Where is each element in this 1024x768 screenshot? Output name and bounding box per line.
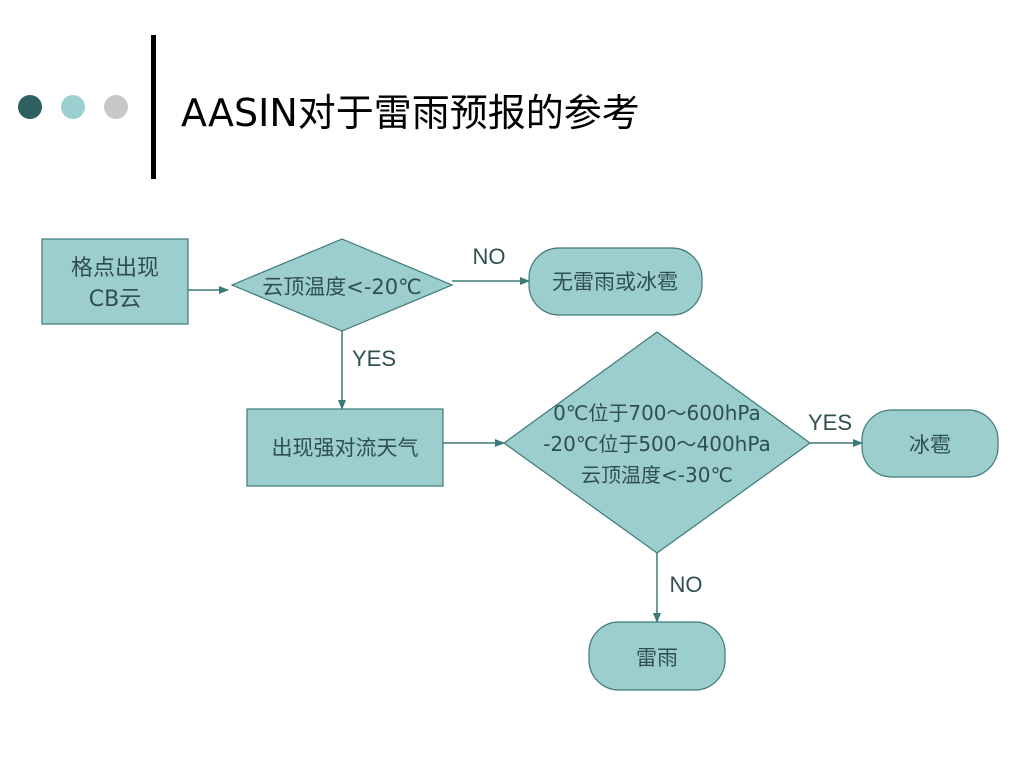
convection-box — [246, 408, 444, 487]
decision2-diamond — [502, 331, 812, 554]
decision1-diamond — [230, 238, 454, 332]
no-thunder-label: 无雷雨或冰雹 — [552, 270, 678, 294]
bullet-dot-dark — [18, 95, 42, 119]
decision2-label-line1: 0℃位于700～600hPa — [553, 401, 761, 425]
hail-terminal — [861, 409, 999, 478]
edge-label-d2-yes: YES — [808, 410, 852, 435]
bullet-dot-teal — [61, 95, 85, 119]
slide-title: AASIN对于雷雨预报的参考 — [181, 91, 640, 135]
start-label-line2: CB云 — [89, 287, 141, 312]
title-divider — [151, 35, 156, 179]
convection-label: 出现强对流天气 — [272, 436, 419, 460]
start-box — [41, 238, 189, 325]
edge-label-d1-no: NO — [473, 244, 506, 269]
thunderstorm-terminal — [588, 621, 726, 691]
hail-label: 冰雹 — [909, 433, 951, 457]
decision1-label: 云顶温度<-20℃ — [262, 275, 421, 299]
edge-label-d2-no: NO — [670, 572, 703, 597]
bullet-dot-gray — [104, 95, 128, 119]
start-label-line1: 格点出现 — [71, 256, 159, 281]
decision2-label-line3: 云顶温度<-30℃ — [581, 463, 733, 487]
edge-label-d1-yes: YES — [352, 346, 396, 371]
no-thunder-terminal — [528, 247, 703, 316]
thunderstorm-label: 雷雨 — [636, 646, 678, 670]
decision2-label-line2: -20℃位于500～400hPa — [543, 432, 771, 456]
